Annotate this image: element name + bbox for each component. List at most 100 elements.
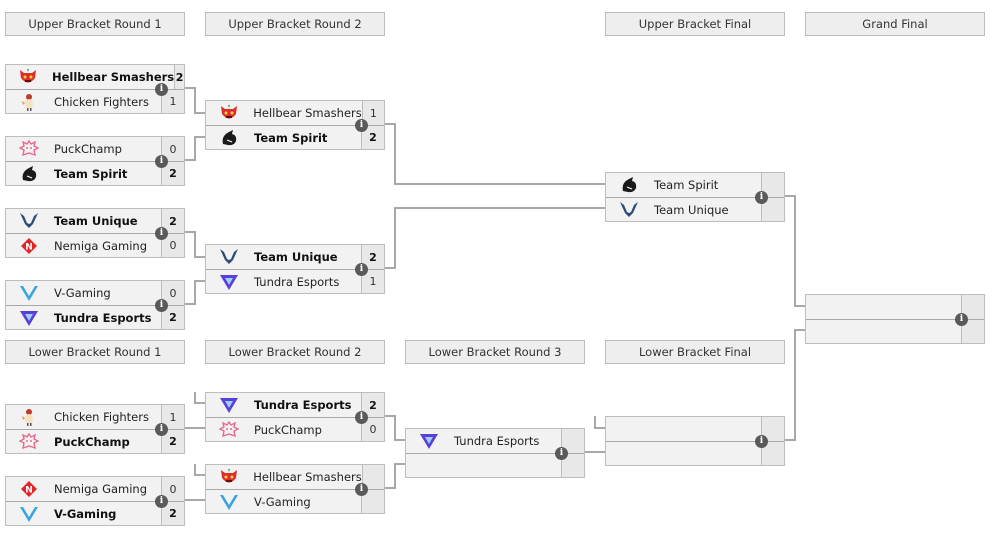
team-row[interactable] [806,295,984,320]
team-name: Nemiga Gaming [54,238,148,253]
team-score [761,198,784,221]
hellbear-logo-icon [18,67,38,87]
match-info-icon[interactable]: i [155,299,168,312]
match-info-icon[interactable]: i [155,227,168,240]
match-info-icon[interactable]: i [155,155,168,168]
team-row[interactable]: V-Gaming 0 [6,281,184,306]
team-row[interactable] [606,417,784,442]
team-name: Tundra Esports [254,274,340,289]
hellbear-logo-icon [218,467,239,487]
hellbear-logo-icon [218,103,239,123]
chicken-logo-icon [18,407,40,427]
connector [194,464,205,476]
team-score [761,442,784,465]
team-row[interactable]: Tundra Esports 2 [6,306,184,329]
match-info-icon[interactable]: i [555,447,568,460]
team-name: Team Unique [654,202,729,217]
match-info-icon[interactable]: i [355,483,368,496]
team-row[interactable]: V-Gaming [206,490,384,513]
team-score [361,465,384,489]
match-info-icon[interactable]: i [155,495,168,508]
connector [371,123,605,185]
team-score: 0 [161,137,184,161]
team-row[interactable] [806,320,984,343]
team-name: PuckChamp [54,142,122,156]
team-score: 2 [161,162,184,185]
team-row[interactable]: Team Unique [606,198,784,221]
team-row[interactable]: Team Spirit [606,173,784,198]
unique-logo-icon [618,200,640,220]
match-info-icon[interactable]: i [755,191,768,204]
team-row[interactable]: Tundra Esports [406,429,584,454]
team-name: V-Gaming [254,494,311,509]
team-score: 0 [161,477,184,501]
team-score: 2 [161,306,184,329]
vgaming-logo-icon [18,283,40,303]
team-score [561,429,584,453]
match-lb-final[interactable]: i [605,416,785,466]
team-row[interactable]: Tundra Esports 1 [206,270,384,293]
team-name: V-Gaming [54,286,111,300]
team-name: V-Gaming [54,506,117,521]
team-name: Hellbear Smashers [52,70,175,84]
match-info-icon[interactable]: i [155,83,168,96]
team-score: 0 [161,234,184,257]
empty-logo-slot [818,297,840,317]
team-row[interactable]: PuckChamp 0 [6,137,184,162]
team-name: Team Spirit [654,178,719,192]
connector [194,392,205,404]
spirit-logo-icon [218,128,240,148]
team-score [761,417,784,441]
team-row[interactable] [606,442,784,465]
header-lower-bracket-final: Lower Bracket Final [605,340,785,364]
match-info-icon[interactable]: i [355,263,368,276]
match-grand-final[interactable]: i [805,294,985,344]
unique-logo-icon [18,211,40,231]
team-score: 0 [161,281,184,305]
match-info-icon[interactable]: i [355,411,368,424]
team-score: 1 [361,270,384,293]
tundra-logo-icon [218,272,240,292]
team-name: PuckChamp [254,422,322,437]
team-row[interactable] [406,454,584,477]
team-score: 1 [361,101,384,125]
team-name: Chicken Fighters [54,94,149,109]
team-score: 2 [174,65,184,89]
match-info-icon[interactable]: i [955,313,968,326]
header-upper-bracket-round-2: Upper Bracket Round 2 [205,12,385,36]
team-name: Tundra Esports [54,310,152,325]
tundra-logo-icon [218,395,240,415]
team-score: 1 [161,405,184,429]
puckchamp-logo-icon [18,139,40,159]
team-row[interactable]: Hellbear Smashers [206,465,384,490]
match-info-icon[interactable]: i [355,119,368,132]
match-info-icon[interactable]: i [155,423,168,436]
match-info-icon[interactable]: i [755,435,768,448]
